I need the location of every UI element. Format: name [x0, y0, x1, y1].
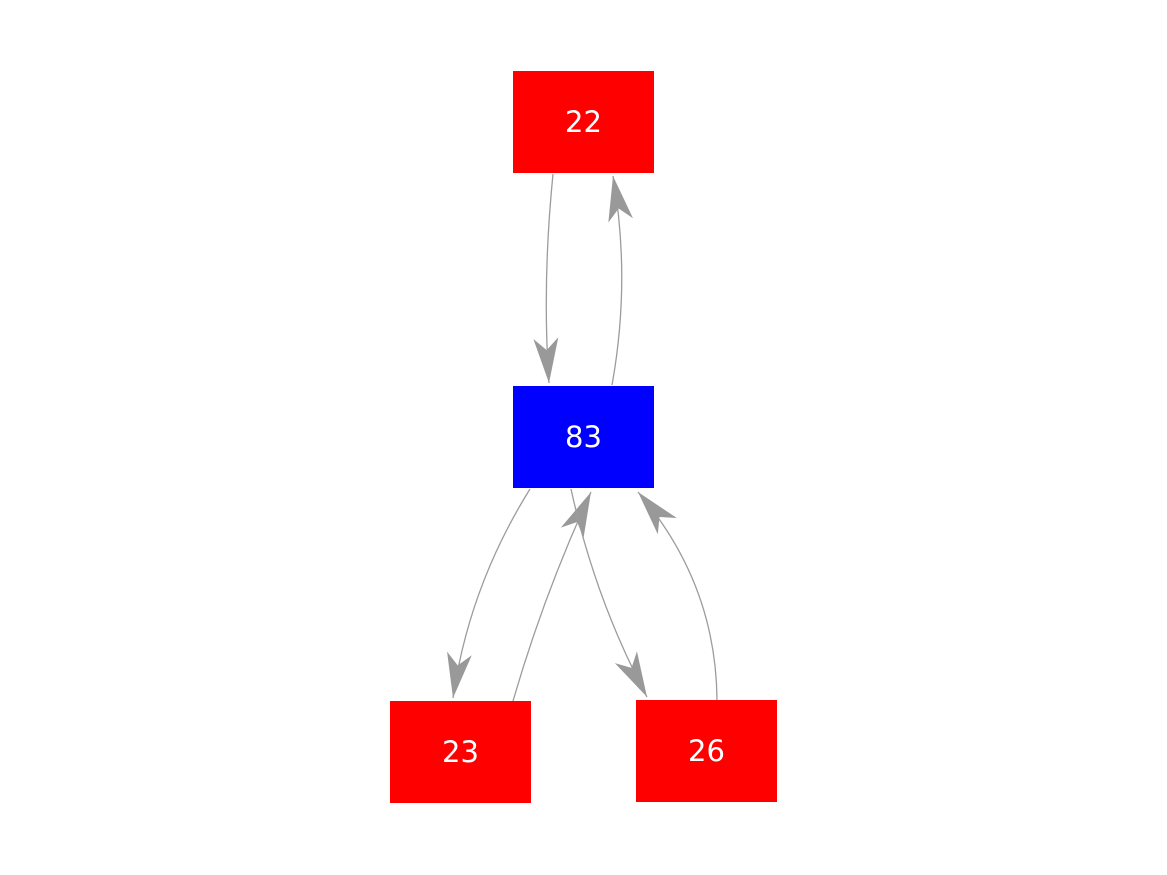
edge-23-to-83	[512, 491, 592, 702]
node-22[interactable]: 22	[513, 71, 654, 173]
edge-83-to-22	[608, 175, 633, 386]
node-83-label: 83	[565, 419, 602, 454]
node-83[interactable]: 83	[513, 386, 654, 488]
node-22-label: 22	[565, 104, 602, 139]
edge-83-to-26	[570, 488, 648, 698]
edge-26-to-83	[637, 491, 718, 701]
edge-22-to-83	[533, 173, 559, 384]
node-26-label: 26	[688, 733, 725, 768]
edge-83-to-23	[447, 488, 531, 699]
node-23-label: 23	[442, 734, 479, 769]
node-23[interactable]: 23	[390, 701, 531, 803]
node-26[interactable]: 26	[636, 700, 777, 802]
